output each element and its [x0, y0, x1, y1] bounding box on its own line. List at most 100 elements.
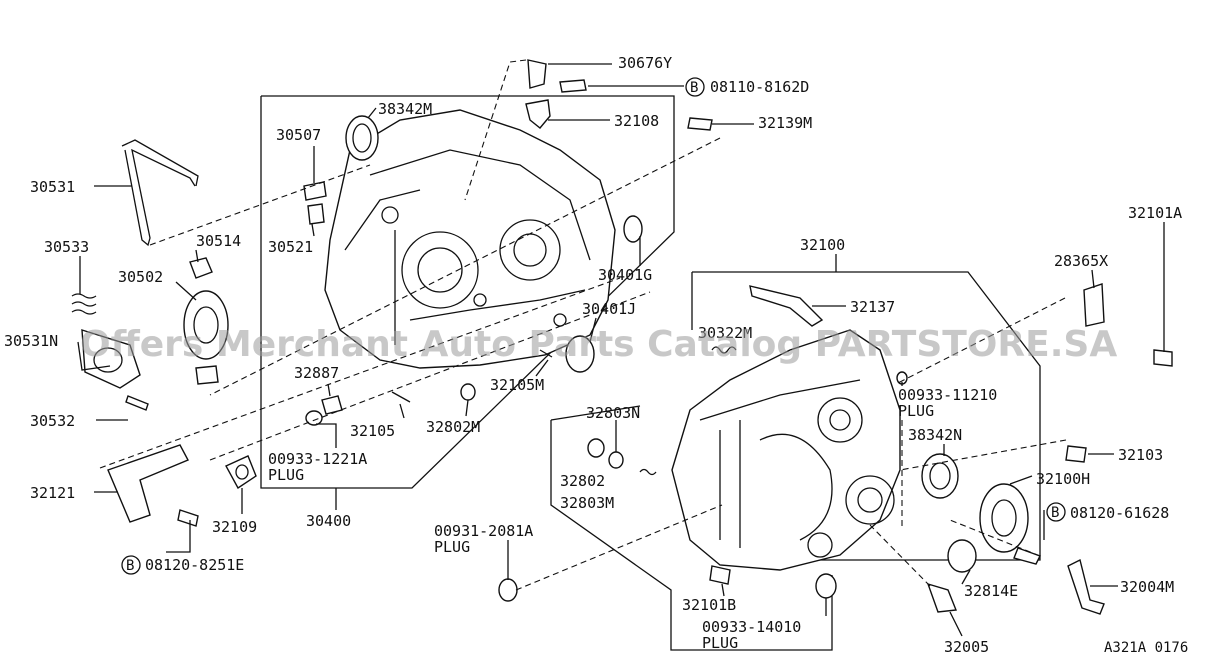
- label-32109: 32109: [212, 518, 257, 536]
- bracket-28365x: [1083, 283, 1105, 327]
- label-32101b: 32101B: [682, 596, 736, 614]
- spring-32803m: [639, 468, 657, 476]
- bolt-symbols: B B B: [121, 77, 1066, 575]
- label-32005: 32005: [944, 638, 989, 656]
- fork-30531n: [81, 329, 141, 389]
- label-00933-14010: 00933-14010: [702, 618, 801, 636]
- label-30676y: 30676Y: [618, 54, 672, 72]
- bolt-32101a: [1153, 349, 1173, 367]
- transmission-case-assembly: [498, 271, 1173, 651]
- bolt-32139m: [687, 117, 713, 131]
- lever-30531: [124, 148, 196, 247]
- pin-32105: [391, 391, 411, 403]
- bolt-symbol-text: B: [126, 558, 134, 574]
- label-32802: 32802: [560, 472, 605, 490]
- label-32103: 32103: [1118, 446, 1163, 464]
- watermark-text: Offers Merchant Auto Parts Catalog PARTS…: [80, 324, 1117, 365]
- label-30533: 30533: [44, 238, 89, 256]
- cover-32100h: [979, 483, 1029, 553]
- plug-00933-1221a: [305, 410, 323, 426]
- label-30502: 30502: [118, 268, 163, 286]
- label-32137: 32137: [850, 298, 895, 316]
- gasket-32814e: [947, 539, 977, 573]
- label-00933-1221a: 00933-1221A: [268, 450, 367, 468]
- part-30514: [189, 257, 213, 279]
- bracket-30676y: [527, 59, 547, 89]
- label-32105: 32105: [350, 422, 395, 440]
- label-32814e: 32814E: [964, 582, 1018, 600]
- part-30521: [307, 203, 325, 225]
- label-32803n: 32803N: [586, 404, 640, 422]
- clutch-housing-body: [324, 109, 616, 369]
- label-38342n: 38342N: [908, 426, 962, 444]
- plug-32887: [321, 395, 343, 415]
- label-30514: 30514: [196, 232, 241, 250]
- bolt-symbol-08120-61628: [1046, 502, 1066, 522]
- part-32803n: [608, 451, 624, 469]
- bracket-32004m: [1067, 558, 1105, 615]
- label-28365x: 28365X: [1054, 252, 1108, 270]
- bolt-symbol-text: B: [1051, 505, 1059, 521]
- diagram-id: A321A 0176: [1104, 640, 1188, 656]
- leader-lines: [77, 63, 1165, 637]
- label-08120-61628: 08120-61628: [1070, 504, 1169, 522]
- oil-seal-30401j: [565, 335, 595, 373]
- bolt-08120-8251e: [177, 509, 199, 527]
- label-30401g: 30401G: [598, 266, 652, 284]
- transmission-case-body: [671, 329, 901, 571]
- label-plug-11210: PLUG: [898, 402, 934, 420]
- label-32121: 32121: [30, 484, 75, 502]
- release-bearing-30502: [183, 290, 229, 360]
- label-30400: 30400: [306, 512, 351, 530]
- label-32139m: 32139M: [758, 114, 812, 132]
- label-08120-8251e: 08120-8251E: [145, 556, 244, 574]
- part-32802m: [460, 383, 476, 401]
- plug-32103: [1065, 445, 1087, 463]
- label-00933-11210: 00933-11210: [898, 386, 997, 404]
- oil-seal-38342n: [921, 453, 959, 499]
- label-30401j: 30401J: [582, 300, 636, 318]
- label-32100h: 32100H: [1036, 470, 1090, 488]
- label-38342m: 38342M: [378, 100, 432, 118]
- pin-30532: [125, 395, 149, 411]
- bolt-symbol-text: B: [690, 80, 698, 96]
- part-labels: 30676Y 08110-8162D 38342M 32108 32139M 3…: [4, 54, 1188, 656]
- label-plug-14010: PLUG: [702, 634, 738, 652]
- oil-seal-38342m: [345, 115, 379, 161]
- part-30507: [303, 181, 327, 201]
- bolt-08120-61628: [1013, 547, 1041, 565]
- bolt-symbol-08120-8251e: [121, 555, 141, 575]
- pin-32105m: [539, 349, 553, 358]
- label-30532: 30532: [30, 412, 75, 430]
- part-32802: [587, 438, 605, 458]
- label-32105m: 32105M: [490, 376, 544, 394]
- label-08110-8162d: 08110-8162D: [710, 78, 809, 96]
- spring-30322m: [711, 346, 737, 354]
- bolt-symbol-08110: [685, 77, 705, 97]
- bolt-32101b: [709, 565, 731, 585]
- label-30521: 30521: [268, 238, 313, 256]
- label-plug-1221a: PLUG: [268, 466, 304, 484]
- label-30531n: 30531N: [4, 332, 58, 350]
- plug-00931-2081a: [498, 578, 518, 602]
- shift-lever-parts: [71, 139, 257, 527]
- sensor-32005: [926, 582, 957, 613]
- label-00931-2081a: 00931-2081A: [434, 522, 533, 540]
- bolt-08110-8162d: [559, 79, 587, 93]
- label-32100: 32100: [800, 236, 845, 254]
- label-32108: 32108: [614, 112, 659, 130]
- label-30507: 30507: [276, 126, 321, 144]
- part-32109: [225, 455, 257, 490]
- label-32887: 32887: [294, 364, 339, 382]
- part-32108: [525, 99, 551, 129]
- label-32101a: 32101A: [1128, 204, 1182, 222]
- spring-30533: [71, 293, 97, 315]
- label-plug-2081a: PLUG: [434, 538, 470, 556]
- label-32004m: 32004M: [1120, 578, 1174, 596]
- bracket-32121: [107, 444, 189, 523]
- label-32803m: 32803M: [560, 494, 614, 512]
- label-30531: 30531: [30, 178, 75, 196]
- label-30322m: 30322M: [698, 324, 752, 342]
- label-32802m: 32802M: [426, 418, 480, 436]
